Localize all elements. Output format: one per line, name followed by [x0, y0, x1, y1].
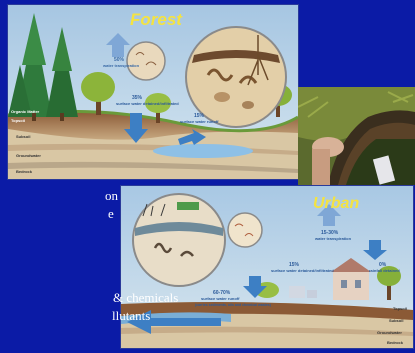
soil-photo-image	[298, 87, 415, 185]
forest-layer-organic: Organic Matter	[11, 109, 40, 114]
urban-detained-label: surface water detained/infiltrated	[271, 268, 334, 273]
forest-diagram: Forest 50% water transpiration 35% surfa…	[7, 4, 299, 180]
urban-layer-bedrock: Bedrock	[387, 340, 404, 345]
urban-runoff-note: (carries sediments, oils and chemical wa…	[195, 303, 271, 307]
urban-runoff-label: surface water runoff	[201, 296, 240, 301]
bullet-fragment-2: e	[108, 206, 114, 222]
urban-transpiration-label: water transpiration	[314, 236, 352, 241]
urban-small-magnifier	[228, 213, 262, 247]
forest-illustration: Forest 50% water transpiration 35% surfa…	[8, 5, 298, 179]
soil-magnifier	[186, 27, 286, 127]
urban-title: Urban	[313, 195, 359, 212]
forest-runoff-label: surface water runoff	[180, 119, 219, 124]
urban-layer-topsoil: Topsoil	[393, 306, 407, 311]
urban-rainfall-label: rainfall detained	[369, 268, 400, 273]
forest-detained-label: surface water detained/infiltrated	[116, 101, 179, 106]
forest-layer-bedrock: Bedrock	[16, 169, 33, 174]
forest-title: Forest	[130, 10, 183, 29]
bullet-fragment-3: & chemicals	[113, 290, 178, 306]
soil-photo	[298, 87, 415, 185]
bullet-fragment-1: on	[105, 188, 118, 204]
forest-layer-subsoil: Subsoil	[16, 134, 30, 139]
urban-layer-subsoil: Subsoil	[389, 318, 403, 323]
urban-illustration: Urban 15-30% water transpiration 0% rain…	[121, 186, 413, 348]
urban-layer-groundwater: Groundwater	[377, 330, 402, 335]
urban-soil-magnifier	[133, 194, 225, 286]
forest-layer-topsoil: Topsoil	[11, 118, 25, 123]
small-magnifier	[127, 42, 165, 80]
forest-layer-groundwater: Groundwater	[16, 153, 41, 158]
bullet-fragment-4: llutants	[112, 308, 150, 324]
urban-diagram: Urban 15-30% water transpiration 0% rain…	[120, 185, 414, 349]
forest-transpiration-label: water transpiration	[102, 63, 140, 68]
